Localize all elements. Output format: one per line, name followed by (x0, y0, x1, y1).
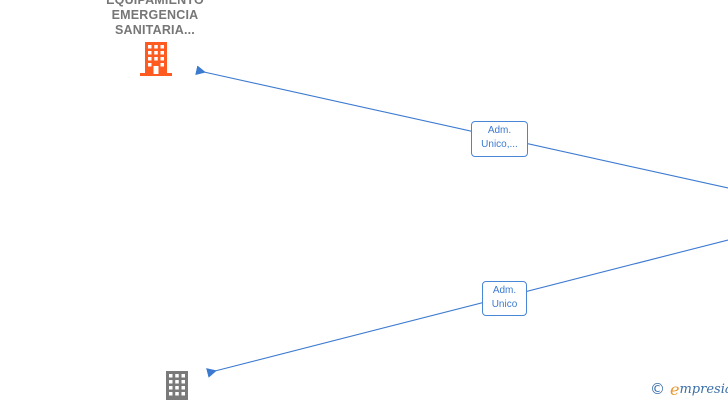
company-top-name-line-3: SANITARIA... (115, 23, 195, 37)
edge-label-bottom[interactable]: Adm. Unico (482, 281, 527, 316)
company-top-name-line-1: EQUIPAMIENTO (106, 0, 204, 7)
edge-label-bottom-line-2: Unico (491, 299, 518, 310)
edge-line-top (195, 65, 728, 189)
building-icon[interactable] (162, 371, 192, 400)
edge-label-top[interactable]: Adm. Unico,... (471, 121, 528, 157)
brand-logo-text: mpresia (679, 381, 728, 397)
edge-label-top-line-2: Unico,... (481, 139, 518, 150)
company-top-name[interactable]: EQUIPAMIENTO EMERGENCIA SANITARIA... (84, 0, 226, 38)
copyright-symbol: © (650, 380, 665, 398)
building-icon[interactable] (139, 42, 173, 78)
brand-logo-initial: e (670, 379, 680, 399)
company-top-name-line-2: EMERGENCIA (111, 8, 199, 22)
edge-line-bottom (206, 239, 728, 378)
edge-label-bottom-line-1: Adm. (492, 285, 517, 296)
edge-label-top-line-1: Adm. (487, 125, 512, 136)
